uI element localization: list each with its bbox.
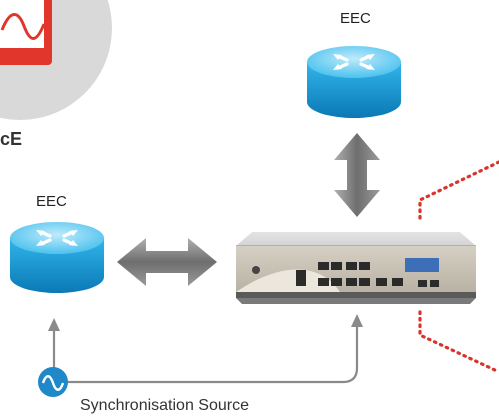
sync-arrowheads	[48, 314, 363, 331]
eec-left-label: EEC	[36, 193, 67, 210]
partial-badge-icon	[0, 0, 112, 120]
dotted-connection-lines	[418, 160, 499, 374]
sync-source-label: Synchronisation Source	[80, 397, 249, 414]
partial-badge-label: cE	[0, 129, 23, 149]
eec-router-top-icon	[307, 46, 401, 118]
network-appliance-icon	[236, 232, 476, 304]
double-arrow-horizontal-icon	[117, 238, 217, 286]
double-arrow-vertical-icon	[334, 133, 380, 217]
sine-wave-icon	[38, 367, 68, 397]
sync-feed-lines	[52, 326, 359, 384]
eec-router-left-icon	[10, 222, 104, 293]
eec-top-label: EEC	[340, 10, 371, 27]
